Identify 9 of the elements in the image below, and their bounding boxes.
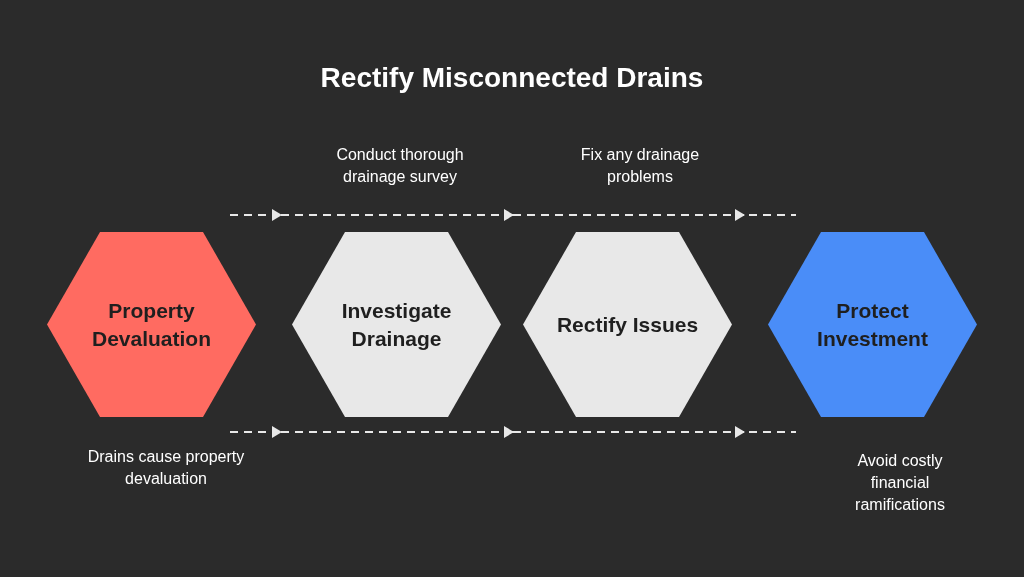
diagram-title: Rectify Misconnected Drains (319, 62, 705, 94)
step-description: Drains cause property devaluation (86, 447, 246, 489)
step-description: Fix any drainage problems (579, 145, 701, 187)
step-label: Rectify Issues (555, 311, 700, 338)
step-label: Property Devaluation (91, 297, 212, 352)
step-label: Protect Investment (816, 297, 929, 352)
step-description: Conduct thorough drainage survey (335, 145, 465, 187)
step-label: Investigate Drainage (340, 297, 453, 352)
step-description: Avoid costly financial ramifications (854, 451, 946, 515)
